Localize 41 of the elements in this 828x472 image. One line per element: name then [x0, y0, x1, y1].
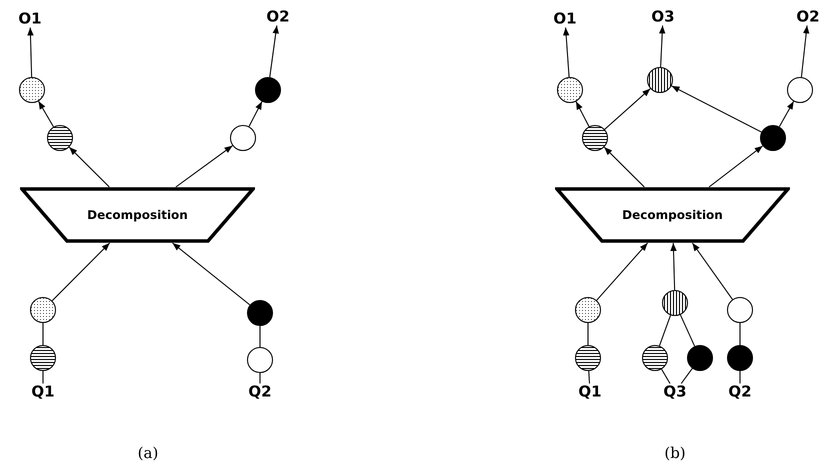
arrow [27, 27, 34, 78]
connector-line [680, 314, 696, 347]
connector-line [588, 370, 590, 384]
arrow [671, 85, 762, 133]
arrow [576, 101, 590, 127]
arrow [172, 242, 250, 306]
node-label: O1 [551, 10, 579, 28]
connector-line [680, 368, 693, 384]
arrow [708, 145, 764, 188]
connector-line [661, 368, 670, 384]
connector-line [658, 314, 672, 346]
arrow [692, 242, 733, 300]
arrow [175, 145, 233, 188]
panel-caption: (a) [138, 444, 158, 462]
arrow [52, 242, 110, 302]
arrow [562, 27, 570, 78]
node-label: O3 [649, 8, 677, 26]
node-label: Q3 [661, 384, 689, 400]
node-label: O2 [794, 8, 822, 26]
node-label: O2 [264, 8, 292, 26]
node-label: Q1 [29, 384, 57, 400]
process-label: Decomposition [87, 208, 188, 222]
arrow [778, 100, 794, 128]
arrow [659, 25, 666, 68]
connector-line [42, 370, 44, 384]
node-label: O1 [16, 10, 44, 28]
node-label: Q2 [726, 384, 754, 400]
arrow [596, 242, 648, 301]
arrow [604, 146, 645, 188]
panel-caption: (b) [664, 444, 686, 462]
arrow [670, 242, 677, 290]
arrow [248, 101, 262, 127]
arrow [68, 146, 110, 188]
arrow [38, 100, 54, 128]
connector-line [42, 322, 44, 346]
node-label: Q1 [576, 384, 604, 400]
arrow [269, 25, 279, 78]
arrow [604, 88, 651, 130]
node-label: Q2 [246, 384, 274, 400]
process-label: Decomposition [622, 208, 723, 222]
arrow [800, 25, 810, 78]
